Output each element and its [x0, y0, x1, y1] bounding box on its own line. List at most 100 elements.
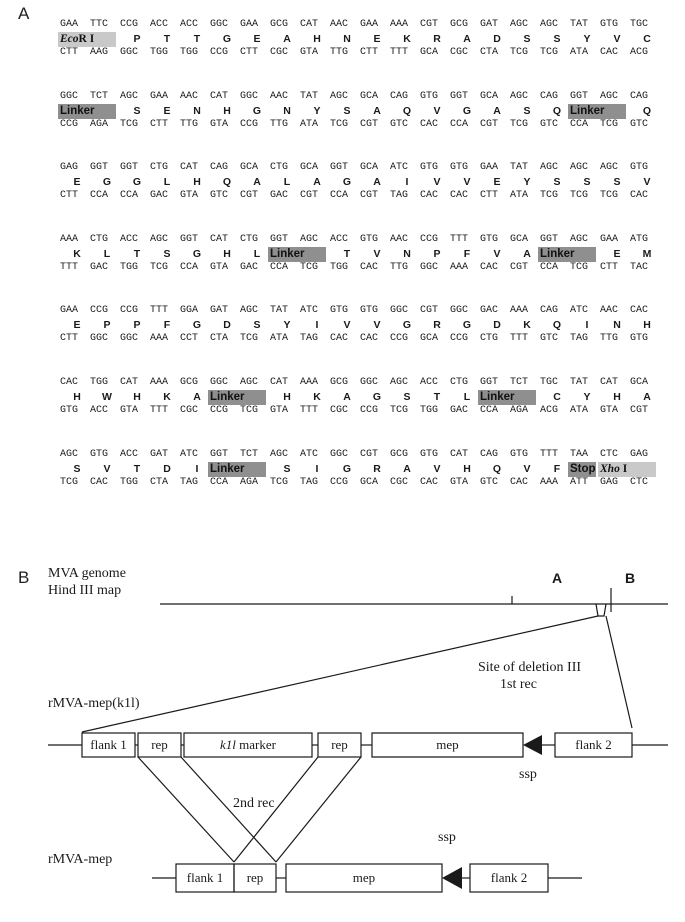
codon: CGT — [240, 190, 259, 201]
codon: GTC — [480, 477, 499, 488]
recombination-line-4 — [275, 756, 362, 863]
codon: AGC — [240, 305, 259, 316]
codon: TGG — [90, 377, 109, 388]
amino-acid: F — [163, 319, 171, 331]
codon: GAG — [60, 162, 79, 173]
codon: CAG — [390, 91, 409, 102]
recombination-line-2 — [180, 756, 277, 863]
codon: GGC — [420, 262, 439, 273]
codon: TTT — [540, 449, 559, 460]
codon: AGC — [510, 91, 529, 102]
amino-acid: A — [253, 176, 261, 188]
codon: GTC — [210, 190, 229, 201]
amino-acid: N — [403, 248, 411, 260]
amino-acid: E — [253, 33, 261, 45]
construct1-rep1-label: rep — [151, 737, 168, 752]
amino-acid: Q — [642, 105, 652, 117]
codon: GCA — [420, 47, 439, 58]
codon: TCG — [300, 262, 319, 273]
amino-acid: Q — [492, 463, 502, 475]
codon: AGC — [270, 449, 289, 460]
codon: GCG — [330, 377, 349, 388]
amino-acid: H — [73, 391, 81, 403]
codon: TAG — [180, 477, 199, 488]
codon: CAC — [510, 477, 529, 488]
codon: CGC — [180, 405, 199, 416]
amino-acid: S — [583, 176, 591, 188]
genome-label-line1: MVA genome — [48, 566, 126, 581]
codon: CCG — [450, 333, 469, 344]
codon: CAT — [300, 19, 319, 30]
amino-acid: H — [643, 319, 651, 331]
amino-acid: S — [403, 391, 411, 403]
amino-acid: L — [103, 248, 111, 260]
codon: GAA — [60, 19, 79, 30]
amino-acid: S — [163, 248, 171, 260]
codon: GAA — [60, 305, 79, 316]
codon: TCG — [60, 477, 79, 488]
codon: CTG — [240, 234, 259, 245]
amino-acid: V — [103, 463, 111, 475]
amino-acid: G — [192, 319, 202, 331]
codon: CCG — [420, 234, 439, 245]
codon: GCA — [360, 162, 379, 173]
codon: CTC — [600, 449, 619, 460]
codon: TCG — [540, 47, 559, 58]
codon: GCG — [450, 19, 469, 30]
codon: CTT — [150, 119, 169, 130]
panel-b-construct-diagram: B — [0, 560, 685, 922]
amino-acid: H — [313, 33, 321, 45]
codon: CGT — [420, 19, 439, 30]
amino-acid: V — [343, 319, 351, 331]
amino-acid: G — [252, 105, 262, 117]
construct1-mep-label: mep — [436, 737, 459, 752]
amino-acid: E — [613, 248, 621, 260]
codon: GGC — [120, 47, 139, 58]
construct2-label: rMVA-mep — [48, 852, 113, 867]
codon: GTG — [510, 449, 529, 460]
codon: CAC — [480, 262, 499, 273]
codon: GTG — [60, 405, 79, 416]
amino-acid: K — [523, 319, 531, 331]
codon: TCG — [270, 477, 289, 488]
amino-acid: Q — [552, 105, 562, 117]
deletion-site-label: Site of deletion III — [478, 660, 582, 675]
amino-acid: C — [553, 391, 561, 403]
codon: GCG — [180, 377, 199, 388]
amino-acid: E — [73, 319, 81, 331]
amino-acid: R — [373, 463, 381, 475]
construct1-mep-box — [371, 732, 524, 758]
codon: CCA — [450, 119, 469, 130]
codon: AGC — [60, 449, 79, 460]
codon: GAA — [480, 162, 499, 173]
codon: ATT — [570, 477, 589, 488]
codon: TGC — [540, 377, 559, 388]
codon: CTA — [480, 47, 499, 58]
amino-acid: H — [613, 391, 621, 403]
codon: CGC — [270, 47, 289, 58]
linker-highlight: Linker — [478, 390, 536, 405]
codon: TCG — [120, 119, 139, 130]
codon: AAA — [60, 234, 79, 245]
codon: CTT — [60, 190, 79, 201]
codon: TGG — [180, 47, 199, 58]
codon: CTT — [360, 47, 379, 58]
codon: GTA — [300, 47, 319, 58]
amino-acid: P — [133, 319, 141, 331]
construct2-flank2-label: flank 2 — [490, 870, 528, 885]
codon: CCG — [60, 119, 79, 130]
codon: GCA — [510, 234, 529, 245]
linker-highlight: Linker — [568, 104, 626, 119]
codon: CTC — [630, 477, 649, 488]
codon: CAC — [360, 262, 379, 273]
codon: AAG — [90, 47, 109, 58]
codon: AGC — [240, 377, 259, 388]
panel-b-label: B — [18, 568, 30, 587]
amino-acid: D — [493, 33, 501, 45]
codon: CAG — [630, 91, 649, 102]
